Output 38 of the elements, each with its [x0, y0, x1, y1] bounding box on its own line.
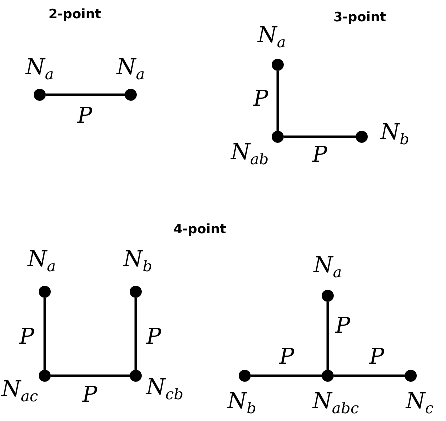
node-label: N$_{a}$: [26, 249, 58, 275]
node-label: N$_{a}$: [116, 57, 146, 83]
node-dot: [322, 290, 334, 302]
node-dot: [34, 89, 46, 101]
node-label: N$_{b}$: [226, 391, 258, 417]
connector-line: [284, 136, 356, 138]
node-dot: [130, 370, 142, 382]
section-title: 2-point: [48, 8, 102, 22]
node-label: N$_{a}$: [256, 25, 288, 51]
node-label: N$_{b}$: [122, 249, 154, 275]
node-label: N$_{abc}$: [312, 391, 360, 417]
node-dot: [39, 286, 51, 298]
connector-line: [326, 302, 330, 370]
connector-line: [44, 298, 46, 370]
section-title: 3-point: [334, 10, 386, 26]
node-label: N$_{ac}$: [0, 379, 40, 405]
node-dot: [322, 370, 334, 382]
node-dot: [356, 131, 368, 143]
node-label: N$_{c}$: [405, 391, 435, 417]
connector-line: [276, 71, 280, 131]
node-label: N$_{a}$: [24, 57, 56, 83]
node-dot: [272, 59, 284, 71]
section-title: 4-point: [174, 222, 226, 238]
node-label: N$_{b}$: [380, 122, 410, 148]
node-dot: [405, 370, 417, 382]
connector-line: [334, 374, 405, 378]
node-dot: [39, 370, 51, 382]
node-dot: [125, 89, 137, 101]
node-dot: [272, 131, 284, 143]
node-dot: [239, 370, 251, 382]
node-label: N$_{a}$: [312, 255, 344, 281]
node-label: N$_{ab}$: [230, 142, 270, 168]
connector-line: [46, 94, 125, 96]
node-label: N$_{cb}$: [145, 377, 185, 403]
connector-line: [134, 298, 138, 370]
connector-line: [251, 374, 322, 378]
node-dot: [130, 286, 142, 298]
connector-line: [51, 374, 130, 378]
